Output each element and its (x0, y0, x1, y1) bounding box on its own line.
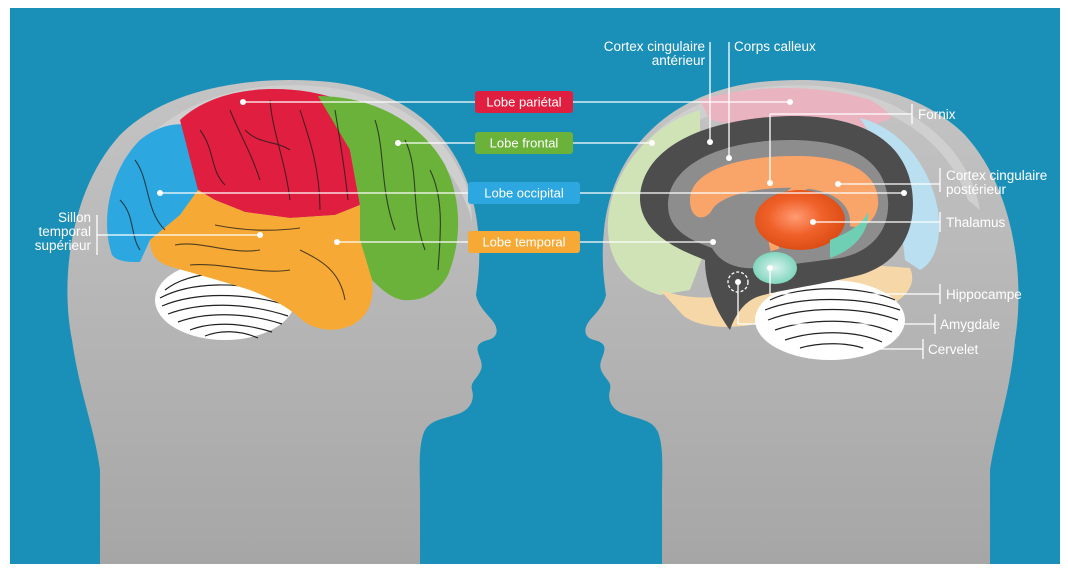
cortex-ant-label-1: Cortex cingulaire (604, 39, 705, 54)
cerebellum-right (755, 280, 905, 360)
lobe-temporal-text: Lobe temporal (482, 235, 565, 250)
left-labels: Sillon temporal supérieur (35, 210, 92, 253)
right-labels: Cortex cingulaire antérieur Corps calleu… (604, 39, 1048, 357)
lobe-label-occipital: Lobe occipital (468, 182, 580, 204)
corps-calleux-shape (690, 155, 879, 228)
frontal-lobe-left (318, 96, 459, 301)
lobe-label-parietal: Lobe pariétal (475, 91, 573, 113)
amygdale-label: Amygdale (940, 317, 1000, 332)
temporal-lobe-left (150, 190, 373, 330)
hippocampe-label: Hippocampe (946, 287, 1022, 302)
cervelet-label: Cervelet (928, 342, 979, 357)
sillon-label-1: Sillon (58, 210, 91, 225)
sillon-label-2: temporal (38, 224, 91, 239)
parietal-lobe-left (180, 89, 360, 218)
thalamus-label: Thalamus (946, 215, 1006, 230)
cortex-post-label-2: postérieur (946, 182, 1007, 197)
gyri-left (119, 99, 441, 301)
sillon-label-3: supérieur (35, 238, 92, 253)
lobe-label-temporal: Lobe temporal (468, 231, 580, 253)
fornix-label: Fornix (918, 107, 956, 122)
right-brain (607, 88, 940, 360)
thalamus-shape (755, 190, 845, 250)
lobe-occipital-text: Lobe occipital (484, 186, 564, 201)
lobe-parietal-text: Lobe pariétal (486, 95, 561, 110)
left-brain (107, 89, 459, 340)
hippocampe-shape (753, 252, 797, 284)
occipital-lobe-left (107, 124, 198, 262)
lobe-label-frontal: Lobe frontal (475, 132, 573, 154)
cortex-ant-label-2: antérieur (652, 53, 706, 68)
lobe-frontal-text: Lobe frontal (490, 136, 559, 151)
leader-lines (96, 42, 941, 359)
corps-calleux-label: Corps calleux (734, 39, 816, 54)
cortex-post-label-1: Cortex cingulaire (946, 168, 1047, 183)
